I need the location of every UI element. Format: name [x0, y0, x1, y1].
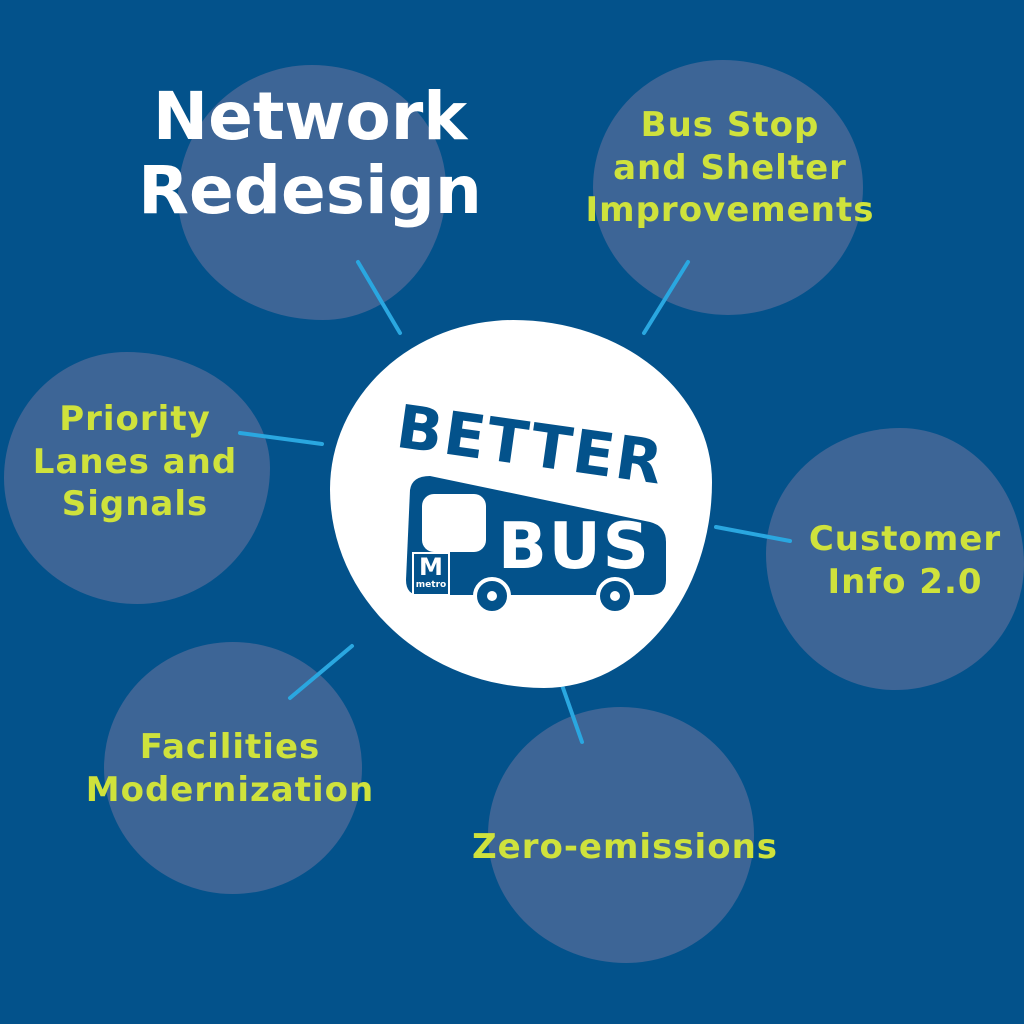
- label-line: Lanes and: [32, 441, 238, 482]
- connector-bus-stop: [642, 260, 690, 335]
- priority-label: Priority Lanes and Signals: [0, 398, 270, 526]
- zero-emissions-label: Zero-emissions: [460, 826, 790, 869]
- label-line: Customer: [808, 519, 1002, 559]
- connector-network: [356, 260, 402, 335]
- label-line: Facilities: [139, 727, 321, 767]
- connector-customer: [714, 525, 792, 543]
- label-line: Modernization: [85, 769, 375, 810]
- network-redesign-title: Network Redesign: [100, 80, 520, 228]
- bubble-facilities: [104, 642, 362, 894]
- bubble-zero: [488, 707, 754, 963]
- connector-priority: [238, 431, 324, 446]
- label-line: and Shelter: [613, 147, 847, 188]
- label-line: Improvements: [585, 190, 875, 230]
- metro-word: metro: [415, 580, 447, 590]
- logo-bus: BUS: [498, 510, 651, 584]
- metro-logo: M metro: [412, 552, 450, 596]
- title-line: Network: [152, 78, 468, 155]
- bubble-bus-stop: [593, 60, 863, 315]
- metro-m: M: [419, 553, 443, 581]
- label-line: Priority: [59, 399, 211, 439]
- connector-facilities: [288, 644, 354, 700]
- bus-icon: [406, 476, 666, 615]
- bubble-priority: [4, 352, 270, 604]
- customer-info-label: Customer Info 2.0: [790, 518, 1020, 603]
- title-line: Redesign: [138, 151, 482, 229]
- facilities-label: Facilities Modernization: [70, 726, 390, 811]
- bus-stop-label: Bus Stop and Shelter Improvements: [580, 104, 880, 232]
- label-line: Signals: [61, 484, 209, 524]
- bubble-network-redesign: [178, 65, 446, 320]
- label-line: Bus Stop: [640, 105, 820, 145]
- better-bus-logo: BETTER BUS M metro: [330, 320, 712, 688]
- label-line: Zero-emissions: [471, 827, 779, 867]
- bubble-customer: [766, 428, 1024, 690]
- label-line: Info 2.0: [827, 561, 983, 602]
